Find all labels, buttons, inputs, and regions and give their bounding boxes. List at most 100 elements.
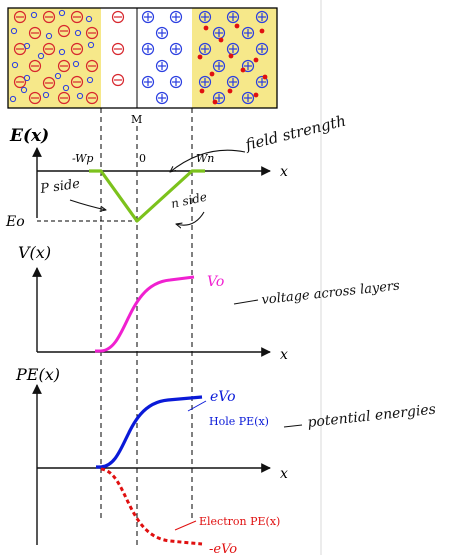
acceptor-ion xyxy=(57,24,71,38)
hole-carrier xyxy=(23,74,31,82)
electron-carrier xyxy=(212,99,218,105)
donor-ion xyxy=(226,75,240,89)
pe-x-label: x xyxy=(280,466,288,482)
hole-carrier xyxy=(85,15,93,23)
electron-carrier xyxy=(259,28,265,34)
electron-carrier xyxy=(218,37,224,43)
hole-pe-end-label: eVo xyxy=(210,389,236,405)
acceptor-ion xyxy=(28,26,42,40)
donor-ion xyxy=(141,42,155,56)
acceptor-ion xyxy=(28,91,42,105)
donor-ion xyxy=(198,10,212,24)
hole-carrier xyxy=(58,9,66,17)
donor-ion xyxy=(212,26,226,40)
acceptor-ion xyxy=(85,91,99,105)
acceptor-ion xyxy=(42,42,56,56)
efield-tick-zero: 0 xyxy=(139,152,146,165)
voltage-end-label: Vo xyxy=(207,274,224,290)
junction-block xyxy=(7,7,278,109)
hole-carrier xyxy=(9,95,17,103)
donor-ion xyxy=(255,10,269,24)
efield-tick-wn: Wn xyxy=(196,152,214,165)
hole-pe-pointer xyxy=(187,400,207,412)
hole-carrier xyxy=(30,11,38,19)
efield-tick-neg-wp: -Wp xyxy=(72,152,93,165)
electron-carrier xyxy=(234,23,240,29)
hole-carrier xyxy=(62,84,70,92)
electron-carrier xyxy=(228,53,234,59)
acceptor-ion xyxy=(42,10,56,24)
electron-carrier xyxy=(262,74,268,80)
acceptor-ion xyxy=(28,59,42,73)
hole-carrier xyxy=(42,91,50,99)
acceptor-ion xyxy=(85,26,99,40)
voltage-x-label: x xyxy=(280,347,288,363)
acceptor-ion xyxy=(111,10,125,24)
donor-ion xyxy=(155,59,169,73)
junction-outline xyxy=(7,7,278,109)
donor-ion xyxy=(198,75,212,89)
donor-ion xyxy=(141,75,155,89)
electron-carrier xyxy=(227,88,233,94)
hole-carrier xyxy=(11,61,19,69)
electron-pe-curve xyxy=(100,467,203,546)
hole-carrier xyxy=(20,86,28,94)
efield-curve xyxy=(89,169,205,223)
efield-x-label: x xyxy=(280,164,288,180)
hole-carrier xyxy=(37,52,45,60)
donor-ion xyxy=(169,75,183,89)
acceptor-ion xyxy=(70,75,84,89)
hole-pe-curve-label: Hole PE(x) xyxy=(209,415,269,428)
hole-carrier xyxy=(87,41,95,49)
note-n-side: n side xyxy=(170,190,208,211)
acceptor-ion xyxy=(57,59,71,73)
note-p-side-arrow xyxy=(69,199,106,210)
voltage-note: voltage across layers xyxy=(261,279,401,308)
donor-ion xyxy=(212,59,226,73)
donor-ion xyxy=(169,10,183,24)
donor-ion xyxy=(226,10,240,24)
donor-ion xyxy=(198,42,212,56)
pe-note-dash xyxy=(283,424,303,428)
electron-carrier xyxy=(209,71,215,77)
donor-ion xyxy=(212,91,226,105)
pe-plot: PE(x) x eVo Hole PE(x) Electron PE(x) -e… xyxy=(15,365,437,555)
hole-pe-curve xyxy=(96,395,203,469)
hole-carrier xyxy=(23,42,31,50)
note-n-side-arrow xyxy=(176,211,205,225)
electron-pe-pointer xyxy=(174,520,197,531)
acceptor-ion xyxy=(85,59,99,73)
note-field-strength: field strength xyxy=(243,112,348,155)
donor-ion xyxy=(141,10,155,24)
electron-carrier xyxy=(253,92,259,98)
donor-ion xyxy=(255,42,269,56)
electron-carrier xyxy=(199,88,205,94)
note-field-arrow xyxy=(170,149,246,172)
voltage-y-label: V(x) xyxy=(18,243,51,262)
acceptor-ion xyxy=(13,42,27,56)
electron-pe-curve-label: Electron PE(x) xyxy=(199,515,280,528)
hole-carrier xyxy=(72,60,80,68)
hole-carrier xyxy=(10,27,18,35)
acceptor-ion xyxy=(70,10,84,24)
donor-ion xyxy=(155,91,169,105)
electron-pe-end-label: -eVo xyxy=(209,542,237,555)
acceptor-ion xyxy=(111,42,125,56)
acceptor-ion xyxy=(42,76,56,90)
hole-carrier xyxy=(74,29,82,37)
hole-carrier xyxy=(54,72,62,80)
acceptor-ion xyxy=(57,91,71,105)
p-neutral-region xyxy=(8,8,101,108)
donor-ion xyxy=(241,91,255,105)
voltage-plot: V(x) x Vo voltage across layers xyxy=(18,243,401,363)
depletion-region xyxy=(101,8,192,108)
voltage-curve xyxy=(95,275,195,353)
electron-carrier xyxy=(240,67,246,73)
pe-y-label: PE(x) xyxy=(15,365,60,384)
acceptor-ion xyxy=(13,10,27,24)
acceptor-ion xyxy=(70,42,84,56)
hole-carrier xyxy=(86,76,94,84)
junction-label-m: M xyxy=(131,113,142,126)
electron-carrier xyxy=(203,25,209,31)
